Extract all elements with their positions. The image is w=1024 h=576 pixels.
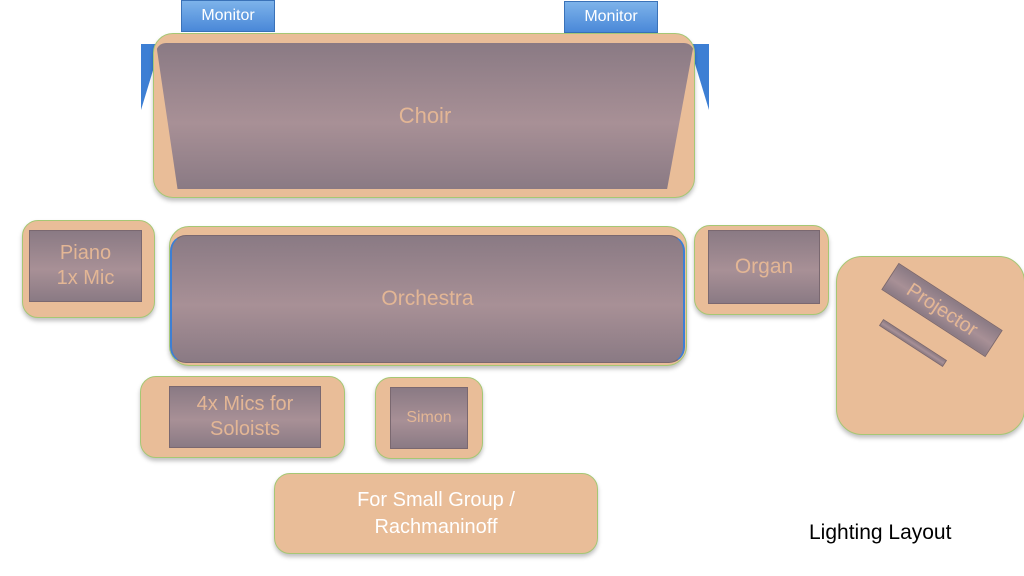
monitor-left: Monitor <box>181 0 275 32</box>
choir-block: Choir <box>156 43 694 189</box>
soloists-label-line2: Soloists <box>209 418 281 440</box>
small-group-label-line1: For Small Group / <box>357 488 515 511</box>
lighting-layout-caption: Lighting Layout <box>809 521 952 544</box>
soloists-block: 4x Mics for Soloists <box>169 386 321 448</box>
organ-label: Organ <box>734 254 794 278</box>
simon-block: Simon <box>390 387 468 449</box>
small-group-zone: For Small Group / Rachmaninoff <box>274 473 598 554</box>
choir-label: Choir <box>398 103 452 129</box>
piano-block: Piano 1x Mic <box>29 230 142 302</box>
simon-label: Simon <box>406 409 452 426</box>
piano-label-line1: Piano <box>59 242 112 264</box>
organ-block: Organ <box>708 230 820 304</box>
soloists-label-line1: 4x Mics for <box>196 393 294 415</box>
small-group-label-line2: Rachmaninoff <box>374 515 498 538</box>
orchestra-block: Orchestra <box>170 235 685 363</box>
piano-label-line2: 1x Mic <box>56 267 115 289</box>
monitor-right: Monitor <box>564 1 658 33</box>
orchestra-label: Orchestra <box>381 286 474 310</box>
